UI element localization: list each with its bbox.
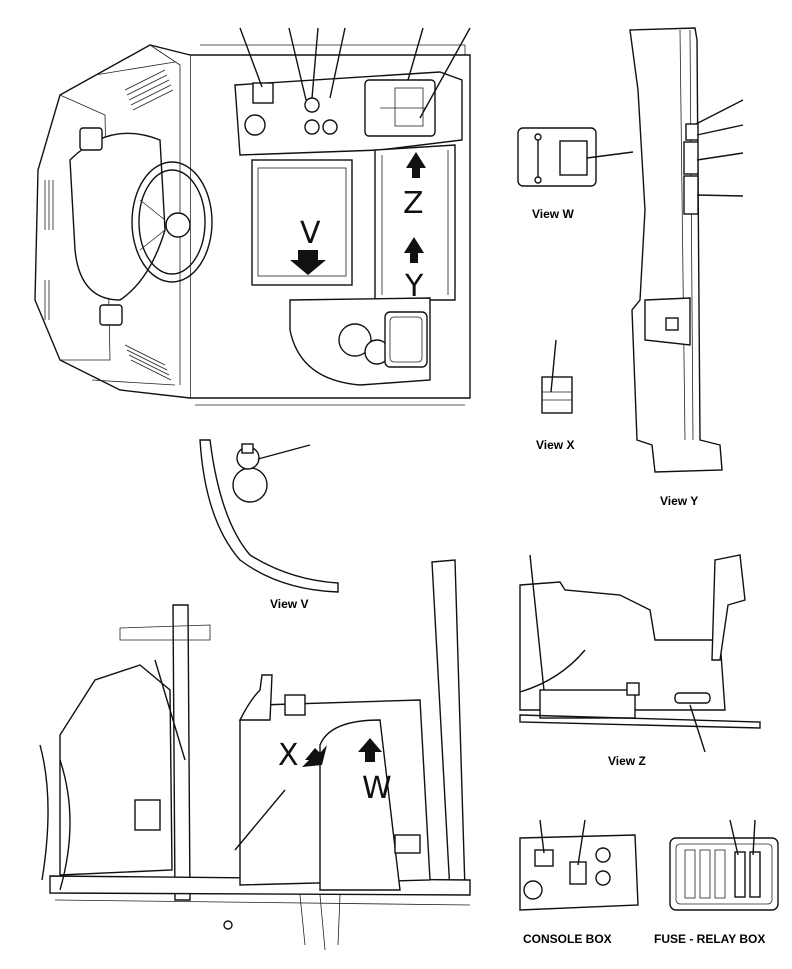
view-arrow-v: V <box>290 216 326 275</box>
leader-lines-top <box>239 27 471 119</box>
view-arrow-y: Y <box>404 237 424 304</box>
view-y-caption: View Y <box>660 494 698 508</box>
svg-text:Z: Z <box>403 186 424 221</box>
svg-text:V: V <box>300 216 321 251</box>
steering-wheel <box>131 161 213 283</box>
fuse-relay-box-caption: FUSE - RELAY BOX <box>654 932 765 946</box>
view-x-drawing <box>541 339 573 414</box>
view-arrow-w: W <box>358 738 392 806</box>
view-x-caption: View X <box>536 438 574 452</box>
dashboard <box>69 132 166 301</box>
console-box-caption: CONSOLE BOX <box>523 932 612 946</box>
svg-text:W: W <box>362 771 392 806</box>
cab-top-view: V Z Y <box>34 27 471 406</box>
svg-text:X: X <box>278 738 299 773</box>
view-z-caption: View Z <box>608 754 646 768</box>
svg-text:Y: Y <box>404 269 424 304</box>
view-z-drawing <box>519 554 761 753</box>
view-w-drawing <box>517 127 634 187</box>
console-box-detail <box>519 819 639 911</box>
view-arrow-z: Z <box>403 152 426 221</box>
fuse-relay-box-detail <box>669 819 779 911</box>
view-v-caption: View V <box>270 597 308 611</box>
view-arrow-x: X <box>278 738 327 773</box>
cab-side-view: X W <box>39 559 471 951</box>
left-vent-grille <box>44 69 174 381</box>
view-w-caption: View W <box>532 207 574 221</box>
view-y-drawing <box>629 27 744 473</box>
view-v-drawing <box>199 439 339 593</box>
